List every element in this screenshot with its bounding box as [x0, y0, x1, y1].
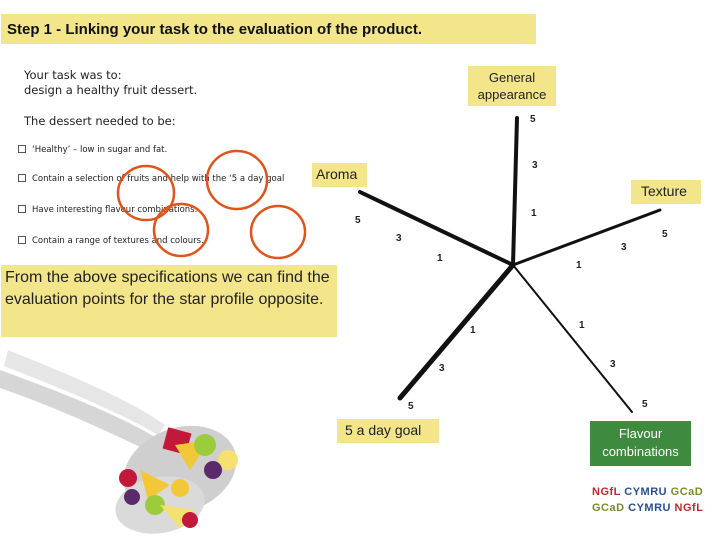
- spec-text: Contain a selection of fruits and help w…: [32, 174, 285, 184]
- axis-aroma: [358, 190, 515, 267]
- axis-5-a-day: [397, 262, 516, 401]
- axis-texture: [511, 208, 662, 267]
- scale-mark: 3: [532, 160, 538, 171]
- checkbox-bullet-icon: [18, 236, 26, 244]
- logo-word: CYMRU: [624, 486, 668, 498]
- scale-mark: 3: [396, 233, 402, 244]
- checkbox-bullet-icon: [18, 145, 26, 153]
- logo-word: GCaD: [670, 486, 704, 498]
- task-description: Your task was to: design a healthy fruit…: [24, 68, 197, 98]
- label-line: Flavour: [618, 426, 663, 441]
- scale-mark: 5: [408, 401, 414, 412]
- label-flavour-combinations: Flavour combinations: [590, 421, 691, 466]
- logo-word: CYMRU: [628, 502, 671, 514]
- scale-mark: 3: [610, 359, 616, 370]
- spoon-illustration: [0, 350, 238, 534]
- ngfl-logo-line-2: GCaD CYMRU NGfL: [592, 502, 703, 514]
- spec-item-flavour: Have interesting flavour combinations.: [18, 205, 197, 215]
- highlight-circles: [116, 149, 307, 260]
- scale-mark: 3: [439, 363, 445, 374]
- axis-flavour: [512, 264, 633, 413]
- scale-mark: 5: [355, 215, 361, 226]
- label-line: combinations: [602, 444, 679, 459]
- task-line-2: design a healthy fruit dessert.: [24, 83, 198, 97]
- label-aroma: Aroma: [312, 163, 367, 187]
- highlight-circle: [152, 202, 210, 258]
- spec-text: Contain a range of textures and colours.: [32, 236, 204, 246]
- ngfl-logo-line-1: NGfL CYMRU GCaD: [592, 486, 703, 498]
- scale-mark: 3: [621, 242, 627, 253]
- logo-word: NGfL: [592, 486, 621, 498]
- scale-mark: 1: [579, 320, 585, 331]
- scale-mark: 1: [576, 260, 582, 271]
- label-general-appearance: General appearance: [468, 66, 556, 106]
- scale-mark: 5: [530, 114, 536, 125]
- checkbox-bullet-icon: [18, 205, 26, 213]
- label-5-a-day-goal: 5 a day goal: [337, 419, 439, 443]
- highlight-circle: [205, 149, 269, 211]
- spec-text: ‘Healthy’ – low in sugar and fat.: [32, 145, 168, 155]
- scale-mark: 5: [642, 399, 648, 410]
- axis-general-appearance: [511, 116, 519, 267]
- label-texture: Texture: [631, 180, 701, 204]
- info-box: From the above specifications we can fin…: [1, 265, 337, 337]
- spec-item-fruits: Contain a selection of fruits and help w…: [18, 174, 284, 184]
- label-line: appearance: [477, 87, 547, 102]
- task-line-1: Your task was to:: [24, 68, 122, 82]
- spec-item-healthy: ‘Healthy’ – low in sugar and fat.: [18, 145, 167, 155]
- scale-mark: 1: [470, 325, 476, 336]
- slide-title: Step 1 - Linking your task to the evalua…: [1, 14, 536, 44]
- spec-text: Have interesting flavour combinations.: [32, 205, 198, 215]
- highlight-circle: [116, 164, 176, 222]
- scale-mark: 1: [437, 253, 443, 264]
- scale-marks: 5 3 1 5 3 1 5 3 1 1 3 5 1 3 5: [355, 114, 668, 412]
- spec-item-textures: Contain a range of textures and colours.: [18, 236, 204, 246]
- scale-mark: 5: [662, 229, 668, 240]
- label-line: General: [488, 70, 536, 85]
- logo-word: GCaD: [592, 502, 625, 514]
- logo-word: NGfL: [674, 502, 704, 514]
- scale-mark: 1: [531, 208, 537, 219]
- highlight-circle: [249, 204, 307, 260]
- checkbox-bullet-icon: [18, 174, 26, 182]
- star-axes: [358, 116, 662, 413]
- needed-heading: The dessert needed to be:: [24, 114, 176, 128]
